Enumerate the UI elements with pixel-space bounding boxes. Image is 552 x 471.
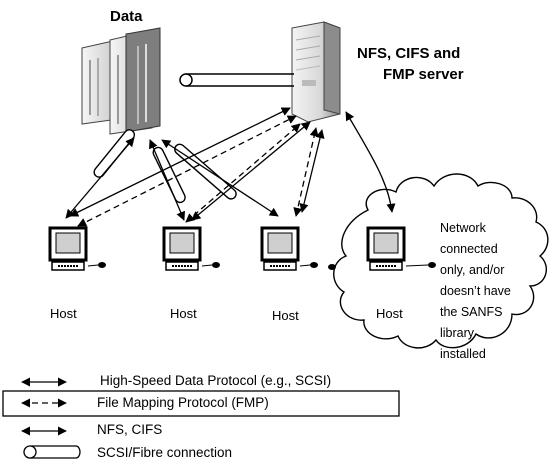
host-label-2: Host [170, 306, 197, 321]
server-icon [291, 21, 341, 123]
network-cloud [333, 173, 549, 349]
nfs-arrow-host3 [299, 129, 325, 213]
scsi-fibre-tube-data-server [179, 73, 294, 87]
cloud-text-line-5: the SANFS [440, 305, 503, 319]
legend-fmp-label: File Mapping Protocol (FMP) [97, 395, 269, 410]
high-speed-arrow-host1 [65, 137, 135, 219]
fmp-arrow-host3 [293, 127, 319, 217]
cloud-text-line-3: only, and/or [440, 263, 505, 277]
nfs-arrow-host4 [345, 111, 396, 213]
cloud-text-line-1: Network [440, 221, 486, 235]
host-computer-1 [48, 226, 106, 271]
cloud-text-line-6: library [440, 326, 475, 340]
host-computer-2 [162, 226, 220, 271]
cloud-text-line-4: doesn’t have [440, 284, 511, 298]
scsi-fibre-tube-host1 [93, 129, 136, 178]
host-computer-3 [260, 226, 336, 271]
legend-high-speed-label: High-Speed Data Protocol (e.g., SCSI) [100, 373, 332, 388]
legend-fmp-box [2, 390, 400, 417]
cloud-text-line-7: installed [440, 347, 486, 361]
host-computer-4 [366, 226, 436, 271]
data-storage-icon [81, 27, 161, 135]
server-title-line2: FMP server [383, 66, 464, 83]
data-title: Data [110, 8, 143, 25]
cloud-text-block: Network connected only, and/or doesn’t h… [440, 218, 511, 365]
cloud-text-line-2: connected [440, 242, 498, 256]
nfs-arrow-host2 [191, 121, 311, 221]
host-label-3: Host [272, 308, 299, 323]
legend-scsi-label: SCSI/Fibre connection [97, 445, 233, 460]
legend [2, 377, 400, 459]
host-label-1: Host [50, 306, 77, 321]
legend-nfs-label: NFS, CIFS [97, 422, 163, 437]
legend-tube [23, 445, 81, 459]
host-label-4: Host [376, 306, 403, 321]
high-speed-arrow-host3 [161, 139, 279, 217]
server-title-line1: NFS, CIFS and [357, 45, 461, 62]
